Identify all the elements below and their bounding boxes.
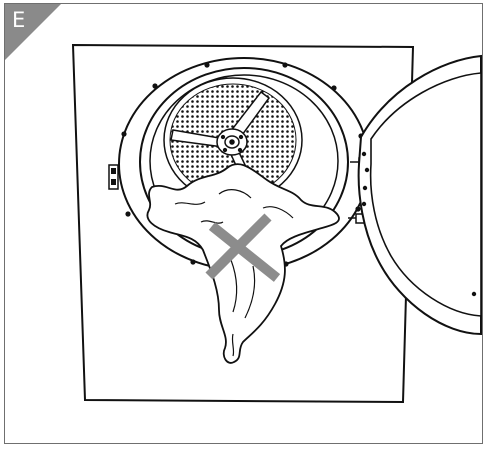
figure-label: E bbox=[12, 8, 25, 32]
figure-frame: E bbox=[4, 3, 483, 444]
dryer-illustration bbox=[5, 4, 483, 444]
